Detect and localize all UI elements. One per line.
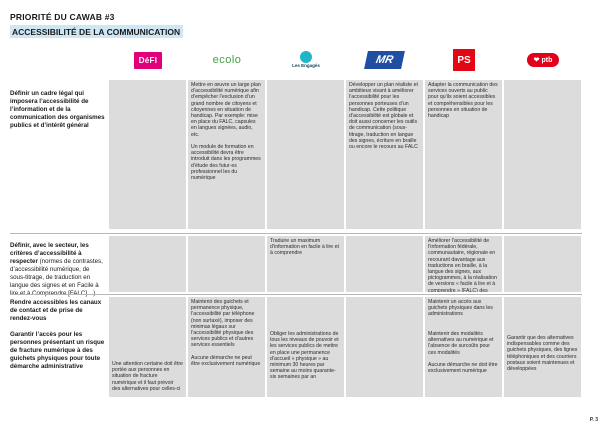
header: PRIORITÉ DU CAWAB #3 ACCESSIBILITÉ DE LA… bbox=[10, 12, 184, 40]
table-row: Définir un cadre légal qui imposera l’ac… bbox=[10, 78, 582, 231]
cell-ecolo bbox=[188, 236, 265, 292]
les-engages-logo: Les Engagés bbox=[266, 48, 346, 72]
cell-mr: Développer un plan réaliste et ambitieux… bbox=[346, 80, 423, 229]
cell-defi bbox=[109, 297, 186, 327]
les-engages-logo-text: Les Engagés bbox=[292, 63, 320, 69]
cell-les-engages: Traduire un maximum d’information en fac… bbox=[267, 236, 344, 292]
mr-logo: MR bbox=[345, 48, 425, 72]
cell-ptb: Garantir que des alternatives indispensa… bbox=[504, 327, 581, 397]
mr-logo-text: MR bbox=[364, 51, 406, 69]
ps-logo-text: PS bbox=[453, 49, 475, 71]
page-subtitle: ACCESSIBILITÉ DE LA COMMUNICATION bbox=[10, 25, 184, 38]
row-divider bbox=[10, 294, 582, 295]
cell-ps: Améliorer l’accessibilité de l’informati… bbox=[425, 236, 502, 292]
row-divider bbox=[10, 233, 582, 234]
defi-logo-text: DéFI bbox=[133, 51, 163, 69]
cell-ps: Maintenir un accès aux guichets physique… bbox=[425, 297, 502, 327]
les-engages-emblem-icon bbox=[300, 51, 312, 64]
cell-ecolo: Maintenir des guichets et permanence phy… bbox=[188, 297, 265, 397]
ptb-logo: ❤ptb bbox=[503, 48, 583, 72]
defi-logo: DéFI bbox=[108, 48, 188, 72]
party-logos: DéFI ecolo Les Engagés MR PS ❤ptb bbox=[108, 44, 580, 74]
ptb-logo-text: ptb bbox=[541, 56, 553, 64]
cell-ps: Maintenir des modalités alternatives au … bbox=[425, 327, 502, 397]
cell-defi bbox=[109, 80, 186, 229]
cell-ptb bbox=[504, 236, 581, 292]
cell-les-engages: Obliger les administrations de tous les … bbox=[267, 327, 344, 397]
page-number: P. 3 bbox=[589, 417, 598, 423]
cell-ps: Adapter la communication des services ou… bbox=[425, 80, 502, 229]
row-criterion: Rendre accessibles les canaux de contact… bbox=[10, 299, 102, 322]
cell-defi: Une attention certaine doit être portée … bbox=[109, 327, 186, 397]
ecolo-logo: ecolo bbox=[187, 48, 267, 72]
cell-ptb bbox=[504, 297, 581, 327]
row-criterion: Définir un cadre légal qui imposera l’ac… bbox=[10, 90, 105, 129]
table-row: Rendre accessibles les canaux de contact… bbox=[10, 297, 582, 327]
cell-ecolo: Mettre en œuvre un large plan d’accessib… bbox=[188, 80, 265, 229]
ecolo-logo-text: ecolo bbox=[212, 54, 242, 66]
cell-mr bbox=[346, 327, 423, 397]
cell-mr bbox=[346, 236, 423, 292]
row-criterion: Définir, avec le secteur, les critères d… bbox=[10, 242, 103, 297]
heart-icon: ❤ bbox=[533, 57, 540, 64]
cell-les-engages bbox=[267, 80, 344, 229]
cell-les-engages bbox=[267, 297, 344, 327]
ps-logo: PS bbox=[424, 48, 504, 72]
cell-defi bbox=[109, 236, 186, 292]
cell-mr bbox=[346, 297, 423, 327]
table-row: Définir, avec le secteur, les critères d… bbox=[10, 236, 582, 297]
table-row: Garantir l’accès pour les personnes prés… bbox=[10, 297, 582, 397]
cell-ptb bbox=[504, 80, 581, 229]
row-criterion: Garantir l’accès pour les personnes prés… bbox=[10, 331, 105, 370]
page-title: PRIORITÉ DU CAWAB #3 bbox=[10, 12, 115, 22]
